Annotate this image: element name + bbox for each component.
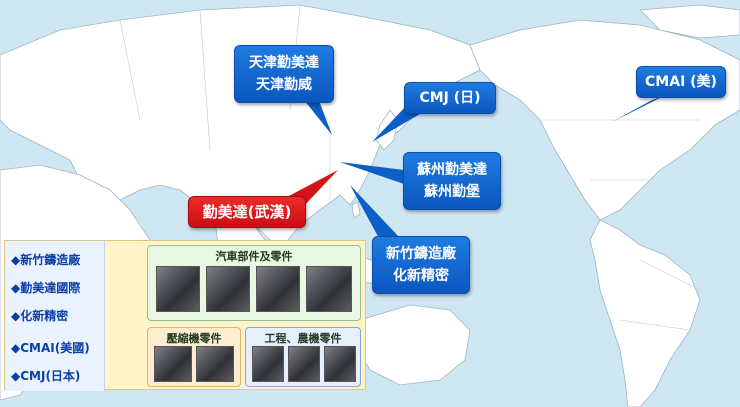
wuhan-label: 勤美達(武漢) [202, 203, 292, 221]
callout-cmai-usa: CMAI (美) [636, 66, 726, 98]
compressor-part-image [196, 346, 234, 382]
cmai-usa-label: CMAI (美) [645, 74, 717, 90]
engineering-part-image [252, 346, 284, 382]
engineering-part-image [324, 346, 356, 382]
callout-suzhou: 蘇州勤美達 蘇州勤堡 [403, 152, 501, 210]
hsinchu-line-2: 化新精密 [393, 268, 449, 284]
callout-hsinchu: 新竹鑄造廠 化新精密 [372, 236, 470, 294]
engineering-parts-title: 工程、農機零件 [264, 332, 342, 345]
tianjin-line-1: 天津勤美達 [249, 55, 319, 71]
company-item: ◆新竹鑄造廠 [11, 253, 81, 267]
cmj-japan-label: CMJ (日) [419, 90, 481, 106]
callout-tianjin: 天津勤美達 天津勤威 [234, 45, 334, 103]
auto-part-image [156, 266, 200, 312]
compressor-parts-panel: 壓縮機零件 [147, 327, 241, 387]
company-item: ◆CMAI(美國) [11, 341, 90, 355]
suzhou-line-1: 蘇州勤美達 [417, 162, 487, 178]
tianjin-line-2: 天津勤威 [256, 77, 312, 93]
engineering-part-image [288, 346, 320, 382]
auto-part-image [306, 266, 352, 312]
compressor-parts-title: 壓縮機零件 [166, 332, 222, 345]
callout-wuhan: 勤美達(武漢) [188, 196, 306, 228]
company-item: ◆CMJ(日本) [11, 369, 81, 383]
auto-parts-title: 汽車部件及零件 [215, 250, 293, 263]
auto-parts-panel: 汽車部件及零件 [147, 245, 361, 321]
hsinchu-line-1: 新竹鑄造廠 [386, 246, 456, 262]
products-legend: ◆新竹鑄造廠 ◆勤美達國際 ◆化新精密 ◆CMAI(美國) ◆CMJ(日本) 汽… [4, 240, 366, 391]
engineering-parts-panel: 工程、農機零件 [245, 327, 361, 387]
auto-part-image [256, 266, 300, 312]
company-list: ◆新竹鑄造廠 ◆勤美達國際 ◆化新精密 ◆CMAI(美國) ◆CMJ(日本) [5, 241, 105, 391]
callout-cmj-japan: CMJ (日) [404, 82, 496, 114]
company-item: ◆化新精密 [11, 309, 69, 323]
company-item: ◆勤美達國際 [11, 281, 81, 295]
suzhou-line-2: 蘇州勤堡 [424, 184, 480, 200]
compressor-part-image [154, 346, 192, 382]
auto-part-image [206, 266, 250, 312]
